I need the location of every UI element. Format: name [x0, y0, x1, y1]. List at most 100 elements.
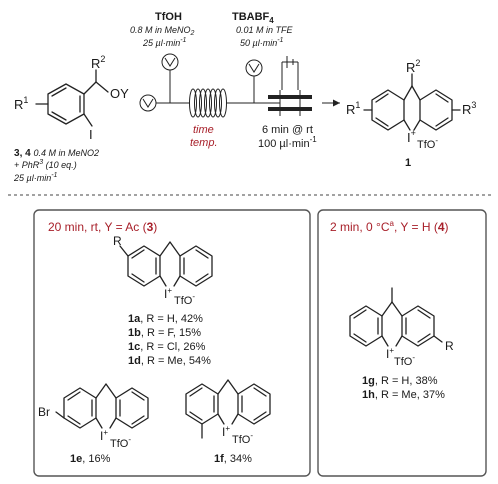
svg-text:1a, R = H, 42%: 1a, R = H, 42%: [128, 313, 203, 325]
product-r3: R: [462, 102, 471, 117]
sm-concentration: 0.4 M in MeNO2: [33, 148, 99, 158]
item-1h-text: , R = Me, 37%: [375, 389, 445, 401]
item-1g-id: 1g: [362, 375, 375, 387]
svg-text:+ PhR3 (10 eq.): + PhR3 (10 eq.): [14, 159, 77, 170]
svg-text:TfO-: TfO-: [174, 292, 195, 307]
sm-r1-sup: 1: [23, 95, 28, 105]
left-main-counterion: TfO: [174, 295, 193, 307]
item-1f-id: 1f: [214, 453, 224, 465]
svg-text:I+: I+: [164, 286, 172, 301]
svg-text:I+: I+: [222, 424, 230, 439]
panel-left-header: 20 min, rt, Y = Ac (: [48, 220, 147, 234]
svg-text:20 min, rt, Y = Ac (3): 20 min, rt, Y = Ac (3): [48, 220, 157, 234]
tbabf4-conc: 0.01 M in TFE: [236, 25, 294, 35]
svg-text:1d, R = Me, 54%: 1d, R = Me, 54%: [128, 355, 211, 367]
svg-text:0.8 M in MeNO2: 0.8 M in MeNO2: [130, 25, 195, 37]
svg-text:25 µl·min-1: 25 µl·min-1: [13, 172, 58, 183]
sm-r1-label: R: [14, 97, 23, 112]
sm-id-3: 3: [14, 148, 20, 159]
panel-left-box: [33, 209, 311, 477]
svg-text:R2: R2: [91, 54, 105, 71]
panel-right-header-id: 4: [438, 220, 445, 234]
item-1e-id: 1e: [70, 453, 82, 465]
panel-left-header-id: 3: [147, 220, 154, 234]
svg-text:2 min, 0 °Ca, Y = H (4): 2 min, 0 °Ca, Y = H (4): [330, 219, 449, 234]
svg-text:1h, R = Me, 37%: 1h, R = Me, 37%: [362, 389, 445, 401]
svg-text:TfO-: TfO-: [232, 431, 253, 446]
svg-text:TfO-: TfO-: [417, 136, 438, 151]
arene-eq: (10 eq.): [43, 160, 77, 170]
svg-text:3, 4 0.4 M in MeNO2: 3, 4 0.4 M in MeNO2: [14, 148, 99, 159]
svg-text:1b, R = F, 15%: 1b, R = F, 15%: [128, 327, 201, 339]
product-structure: [363, 73, 461, 131]
sm-oy-label: OY: [110, 86, 129, 101]
item-1a-text: , R = H, 42%: [140, 313, 203, 325]
svg-text:TBABF4: TBABF4: [232, 11, 274, 25]
item-1c-text: , R = Cl, 26%: [140, 341, 205, 353]
product-r2: R: [406, 60, 415, 75]
left-main-r-label: R: [113, 234, 122, 248]
starting-material-structure: [35, 69, 109, 127]
cell-reactor-icon: [268, 56, 312, 116]
right-main-structure: [349, 287, 443, 347]
svg-text:1c, R = Cl, 26%: 1c, R = Cl, 26%: [128, 341, 206, 353]
right-main-counterion: TfO: [394, 356, 413, 368]
panel-right-header: 2 min, 0 °C: [330, 220, 390, 234]
right-results-list: 1g, R = H, 38% 1h, R = Me, 37%: [362, 375, 445, 401]
item-1b-text: , R = F, 15%: [141, 327, 201, 339]
item-1f-text: , 34%: [224, 453, 252, 465]
left-results-list: 1a, R = H, 42% 1b, R = F, 15% 1c, R = Cl…: [128, 313, 211, 367]
right-main-r-label: R: [445, 339, 454, 353]
svg-text:1f, 34%: 1f, 34%: [214, 453, 252, 465]
tbabf4-flow: 50 µl·min: [240, 38, 277, 48]
item-1h-id: 1h: [362, 389, 375, 401]
svg-text:I+: I+: [386, 346, 394, 361]
pump-tfoh-icon: [161, 53, 179, 71]
tfoh-flow: 25 µl·min: [142, 38, 180, 48]
item-1e-text: , 16%: [82, 453, 110, 465]
svg-text:1g, R = H, 38%: 1g, R = H, 38%: [362, 375, 438, 387]
svg-text:I+: I+: [100, 428, 108, 443]
product-counterion: TfO: [417, 139, 436, 151]
left-main-structure: [119, 241, 213, 287]
tfoh-conc: 0.8 M in MeNO: [130, 25, 191, 35]
product-r1: R: [346, 102, 355, 117]
sm-flow-rate: 25 µl·min: [13, 173, 51, 183]
svg-text:25 µl·min-1: 25 µl·min-1: [142, 37, 187, 48]
pump-tbabf4-icon: [245, 59, 263, 77]
item-1g-text: , R = H, 38%: [375, 375, 438, 387]
coil-reactor-icon: [189, 88, 227, 118]
sm-r2-sup: 2: [100, 54, 105, 64]
structure-1f: [185, 379, 271, 439]
conditions-line1: 6 min @ rt: [262, 124, 313, 136]
reactor-temp: temp.: [190, 137, 218, 149]
tbabf4-name: TBABF: [232, 11, 270, 23]
arene-sup: 3: [39, 159, 43, 166]
svg-text:R1: R1: [14, 95, 28, 112]
sm-r2-label: R: [91, 56, 100, 71]
product-iodine: I: [407, 130, 411, 145]
svg-text:50 µl·min-1: 50 µl·min-1: [240, 37, 284, 48]
item-1d-id: 1d: [128, 355, 141, 367]
conditions-line2: 100 µl·min: [258, 138, 310, 150]
svg-text:I+: I+: [407, 128, 416, 145]
item-1b-id: 1b: [128, 327, 141, 339]
reactor-time: time: [193, 124, 214, 136]
svg-text:100 µl·min-1: 100 µl·min-1: [258, 135, 317, 150]
pump-sm-icon: [139, 94, 157, 112]
product-id: 1: [405, 157, 411, 169]
sm-id-4: 4: [25, 148, 31, 159]
svg-text:R1: R1: [346, 100, 360, 117]
sm-iodine-label: I: [89, 127, 93, 142]
svg-text:R2: R2: [406, 58, 420, 75]
flow-tubing: [156, 70, 340, 107]
svg-text:TfO-: TfO-: [394, 353, 415, 368]
item-1d-text: , R = Me, 54%: [141, 355, 211, 367]
tfoh-name: TfOH: [155, 11, 182, 23]
arene-prefix: + PhR: [14, 160, 40, 170]
svg-text:TfO-: TfO-: [110, 435, 131, 450]
svg-text:R3: R3: [462, 100, 476, 117]
svg-text:1e, 16%: 1e, 16%: [70, 453, 111, 465]
panel-right-box: [317, 209, 487, 477]
